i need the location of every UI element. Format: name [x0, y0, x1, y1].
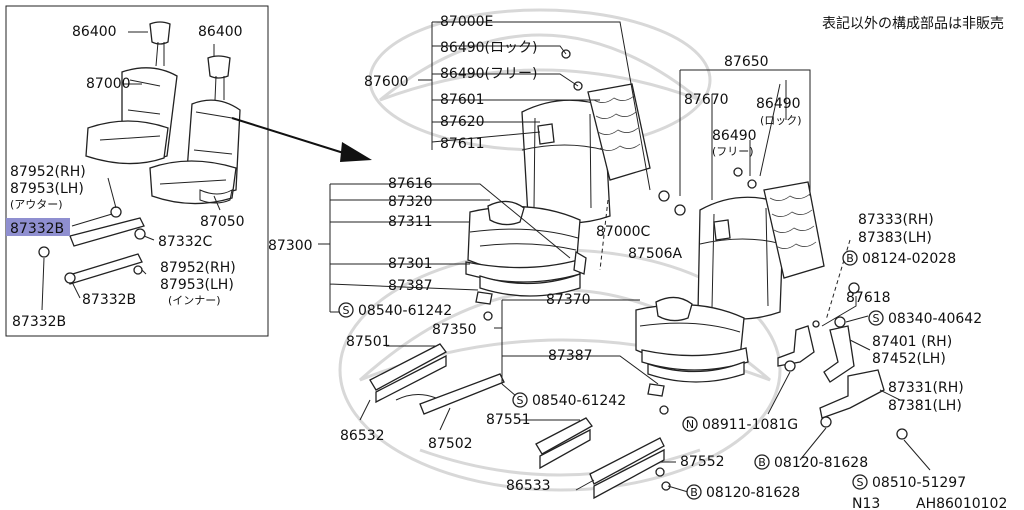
- label-free-2: (フリー): [712, 145, 754, 158]
- label-87600: 87600: [364, 74, 409, 90]
- label-86490-free-2: 86490: [712, 128, 757, 144]
- note-text: 表記以外の構成部品は非販売: [822, 15, 1004, 32]
- label-08340-40642: 08340-40642: [888, 311, 982, 327]
- svg-text:B: B: [758, 456, 766, 469]
- label-08540-61242-a: 08540-61242: [358, 303, 452, 319]
- label-86490-lock: 86490(ロック): [440, 40, 537, 56]
- inset-frame: [5, 5, 269, 337]
- label-87387-b: 87387: [548, 348, 593, 364]
- label-87301: 87301: [388, 256, 433, 272]
- label-87387: 87387: [388, 278, 433, 294]
- seat-back-2-drawing: [697, 167, 825, 320]
- label-87000: 87000: [86, 76, 131, 92]
- label-87050: 87050: [200, 214, 245, 230]
- label-87383-lh: 87383(LH): [858, 230, 932, 246]
- label-87953-lh-2: 87953(LH): [160, 277, 234, 293]
- svg-text:B: B: [690, 486, 698, 499]
- highlight-87332b: [6, 218, 70, 236]
- label-87952-rh-2: 87952(RH): [160, 260, 236, 276]
- seat-rails-drawing: [369, 343, 671, 500]
- label-87000c: 87000C: [596, 224, 651, 240]
- label-87331-rh: 87331(RH): [888, 380, 964, 396]
- label-08540-61242-b: 08540-61242: [532, 393, 626, 409]
- label-86532: 86532: [340, 428, 385, 444]
- label-87311: 87311: [388, 214, 433, 230]
- label-87552: 87552: [680, 454, 725, 470]
- footer-code-2: AH86010102: [916, 496, 1007, 510]
- label-87332b-highlight[interactable]: 87332B: [10, 221, 64, 237]
- label-87350: 87350: [432, 322, 477, 338]
- b-symbol-icon: B: [686, 484, 702, 500]
- label-86490-free: 86490(フリー): [440, 66, 537, 82]
- inset-seat-drawing: [38, 21, 241, 285]
- seat-cushion-drawing: [465, 200, 587, 321]
- label-87953-lh: 87953(LH): [10, 181, 84, 197]
- label-86490-lock-2: 86490: [756, 96, 801, 112]
- label-86400-b: 86400: [198, 24, 243, 40]
- label-87506a: 87506A: [628, 246, 683, 262]
- label-87300: 87300: [268, 238, 313, 254]
- label-outer: (アウター): [10, 198, 63, 211]
- label-87616: 87616: [388, 176, 433, 192]
- label-87452-lh: 87452(LH): [872, 351, 946, 367]
- svg-text:S: S: [857, 476, 864, 489]
- label-86400-a: 86400: [72, 24, 117, 40]
- svg-text:S: S: [873, 312, 880, 325]
- svg-text:S: S: [517, 394, 524, 407]
- label-08510-51297: 08510-51297: [872, 475, 966, 491]
- label-08120-81628-a: 08120-81628: [774, 455, 868, 471]
- svg-text:S: S: [343, 304, 350, 317]
- s-symbol-icon: S: [852, 474, 868, 490]
- b-symbol-icon: B: [842, 250, 858, 266]
- label-87370: 87370: [546, 292, 591, 308]
- label-87952-rh: 87952(RH): [10, 164, 86, 180]
- s-symbol-icon: S: [868, 310, 884, 326]
- label-87620: 87620: [440, 114, 485, 130]
- label-87501: 87501: [346, 334, 391, 350]
- label-87320: 87320: [388, 194, 433, 210]
- label-inner: (インナー): [168, 294, 221, 307]
- label-87381-lh: 87381(LH): [888, 398, 962, 414]
- s-symbol-icon: S: [512, 392, 528, 408]
- label-87332b-b: 87332B: [82, 292, 136, 308]
- label-87670: 87670: [684, 92, 729, 108]
- inset-leaders: [41, 31, 221, 311]
- b-symbol-icon: B: [754, 454, 770, 470]
- n-symbol-icon: N: [682, 416, 698, 432]
- seat-cushion-2-drawing: [635, 296, 749, 415]
- label-87611: 87611: [440, 136, 485, 152]
- svg-text:N: N: [686, 418, 694, 431]
- label-87401-rh: 87401 (RH): [872, 334, 952, 350]
- label-87618: 87618: [846, 290, 891, 306]
- label-lock-2: (ロック): [760, 114, 802, 127]
- label-86533: 86533: [506, 478, 551, 494]
- label-08124-02028: 08124-02028: [862, 251, 956, 267]
- arrow-icon: [231, 117, 372, 162]
- footer-code-1: N13: [852, 496, 880, 510]
- label-87601: 87601: [440, 92, 485, 108]
- label-87551: 87551: [486, 412, 531, 428]
- label-87502: 87502: [428, 436, 473, 452]
- label-87332c: 87332C: [158, 234, 213, 250]
- label-87000e: 87000E: [440, 14, 493, 30]
- bracket-drawing: [777, 239, 908, 440]
- label-08911-1081g: 08911-1081G: [702, 417, 798, 433]
- label-08120-81628-b: 08120-81628: [706, 485, 800, 501]
- s-symbol-icon: S: [338, 302, 354, 318]
- label-87333-rh: 87333(RH): [858, 212, 934, 228]
- label-87650: 87650: [724, 54, 769, 70]
- leader-lines: [318, 21, 931, 493]
- label-87332b-c: 87332B: [12, 314, 66, 330]
- seat-back-drawing: [521, 49, 686, 271]
- svg-text:B: B: [846, 252, 854, 265]
